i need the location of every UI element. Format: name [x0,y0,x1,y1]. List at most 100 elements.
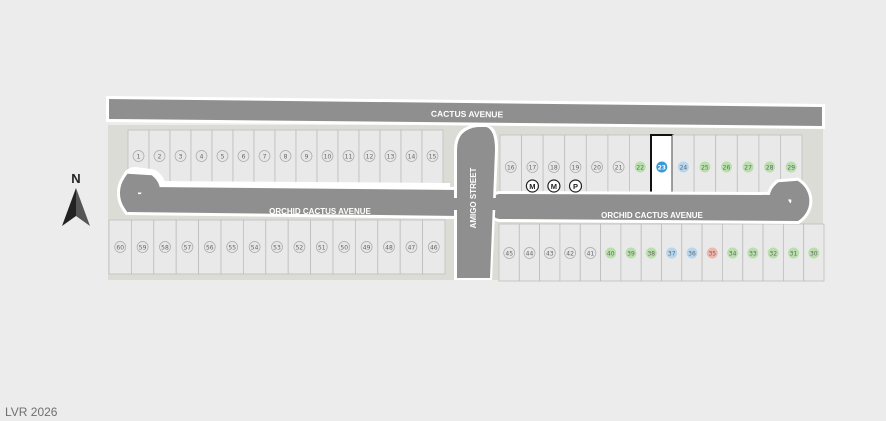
lot-number: 1 [137,154,141,161]
lot-13[interactable]: 13 [379,129,402,198]
lot-54[interactable]: 54 [242,219,267,275]
lot-38[interactable]: 38 [640,223,662,282]
lot-status-marker [569,161,582,173]
lot-14[interactable]: 14 [400,129,423,198]
orchid-cactus-avenue-label-east: ORCHID CACTUS AVENUE [601,211,703,220]
lot-status-marker [342,150,355,162]
street-intersection [440,198,510,210]
lot-status-marker [564,247,576,259]
lot-51[interactable]: 51 [310,219,334,275]
lot-45[interactable]: 45 [498,223,520,282]
lot-number: 15 [429,154,437,161]
lot-number: 3 [179,154,183,161]
lot-number: 11 [345,154,353,161]
lot-status-marker [677,161,689,173]
lot-33[interactable]: 33 [742,223,764,282]
lot-7[interactable]: 7 [253,129,276,198]
lot-status-marker [405,241,418,253]
lot-number: 16 [507,165,515,172]
lot-52[interactable]: 52 [287,219,312,275]
lot-number: 38 [647,251,655,258]
lot-4[interactable]: 4 [190,129,213,198]
lot-status-marker [338,241,351,253]
lot-number: 2 [158,154,162,161]
lot-status-marker [523,247,536,259]
lot-number: 42 [566,251,574,258]
lot-number: 9 [305,154,309,161]
lot-48[interactable]: 48 [377,219,401,275]
lot-58[interactable]: 58 [153,219,177,275]
lot-41[interactable]: 41 [579,223,601,282]
lot-status-marker [584,247,597,259]
lot-49[interactable]: 49 [354,219,379,275]
lot-47[interactable]: 47 [399,219,424,275]
lot-56[interactable]: 56 [198,219,222,275]
lot-status-marker [727,247,739,259]
lot-number: 58 [161,245,169,252]
lot-43[interactable]: 43 [539,223,561,282]
lot-59[interactable]: 59 [130,219,155,275]
north-arrow-icon: N [62,171,90,226]
lot-number: 8 [284,154,288,161]
lot-number: 14 [408,154,416,161]
lot-number: 59 [139,245,147,252]
lot-status-marker [279,150,292,162]
lot-number: 27 [744,165,752,172]
lot-number: 13 [387,154,395,161]
lot-number: 24 [680,165,688,172]
lot-number: 26 [723,165,731,172]
lot-status-marker [405,150,418,162]
lot-status-marker [785,161,797,173]
lot-number: 10 [324,154,332,161]
amenity-marker-p-icon: P [568,179,583,193]
amenity-marker-m-icon: M [525,179,540,193]
lot-status-marker [384,150,397,162]
lot-status-marker [159,241,171,253]
lot-44[interactable]: 44 [518,223,540,282]
lot-31[interactable]: 31 [783,223,805,282]
lot-32[interactable]: 32 [762,223,784,282]
lot-status-marker [699,161,711,173]
lot-39[interactable]: 39 [620,223,642,282]
lot-37[interactable]: 37 [661,223,683,282]
lot-status-marker [605,247,617,259]
lot-20[interactable]: 20 [585,134,609,205]
lot-21[interactable]: 21 [607,134,630,205]
lot-status-marker [767,247,779,259]
amenity-marker-label: P [573,182,578,191]
lot-50[interactable]: 50 [332,219,356,275]
lot-number: 49 [363,245,371,252]
lot-number: 19 [572,165,580,172]
lot-number: 60 [116,245,124,252]
lot-35[interactable]: 35 [701,223,723,282]
lot-60[interactable]: 60 [108,219,132,275]
lot-5[interactable]: 5 [211,129,234,198]
cactus-avenue-road [109,99,822,126]
lot-30[interactable]: 30 [803,223,825,282]
lot-36[interactable]: 36 [681,223,703,282]
lot-number: 57 [184,245,192,252]
lot-40[interactable]: 40 [600,223,622,282]
lot-9[interactable]: 9 [295,129,318,198]
lot-number: 51 [318,245,326,252]
lot-53[interactable]: 53 [265,219,289,275]
lot-status-marker [203,241,216,253]
lot-number: 30 [810,251,818,258]
cactus-avenue-label: CACTUS AVENUE [431,109,504,120]
amenity-marker-label: M [551,182,557,191]
lot-number: 50 [340,245,348,252]
lot-42[interactable]: 42 [559,223,581,282]
lot-57[interactable]: 57 [175,219,199,275]
lot-status-marker [634,161,646,173]
lot-27[interactable]: 27 [736,134,760,205]
lot-number: 23 [658,165,666,172]
lot-status-marker [114,241,127,253]
lot-46[interactable]: 46 [422,219,446,275]
lot-55[interactable]: 55 [220,219,244,275]
lot-status-marker [258,150,271,162]
lot-24[interactable]: 24 [672,134,695,205]
lot-status-marker [383,241,395,253]
lot-status-marker [226,241,239,253]
lot-34[interactable]: 34 [722,223,744,282]
